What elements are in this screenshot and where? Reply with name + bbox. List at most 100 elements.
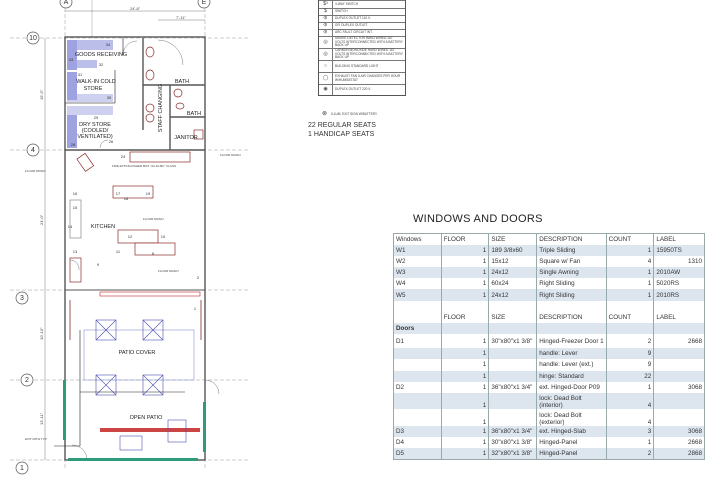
svg-text:33: 33: [69, 57, 74, 62]
table-cell: 1: [440, 278, 490, 290]
legend-text: EXHAUST FAN 5 AIR CHANGES PER HOUR W/HUM…: [335, 73, 401, 82]
table-cell: [488, 370, 538, 382]
table-cell: handle: Lever: [536, 348, 607, 360]
svg-text:14: 14: [68, 224, 73, 229]
three-way-switch-icon: $³: [319, 1, 333, 8]
table-cell: Right Sliding: [536, 289, 607, 301]
svg-text:FLOOR DRAIN: FLOOR DRAIN: [158, 269, 179, 273]
table-cell: [653, 348, 705, 360]
table-cell: [488, 359, 538, 371]
svg-text:34: 34: [106, 42, 111, 47]
table-cell: 1: [440, 334, 490, 349]
svg-text:19'-5": 19'-5": [39, 89, 44, 100]
table-cell: [393, 409, 442, 426]
room-dry-store-2: (COOLED/: [82, 128, 109, 134]
svg-text:16: 16: [73, 191, 78, 196]
svg-text:26: 26: [109, 139, 114, 144]
table-cell: 36"x80"x1 3/4": [488, 425, 538, 438]
table-cell: 1: [440, 359, 490, 371]
regular-seats: 22 REGULAR SEATS: [308, 122, 376, 129]
walls-patio: [69, 300, 202, 340]
table-cell: FLOOR: [440, 233, 490, 245]
table-cell: W3: [393, 267, 442, 279]
legend-text: GFI DUPLEX OUTLET: [335, 23, 368, 28]
legend-text: ARC FAULT CIRCUIT INT.: [335, 30, 373, 35]
table-cell: 1: [605, 267, 655, 279]
table-cell: W2: [393, 255, 442, 268]
table-cell: 9: [605, 348, 655, 360]
legend-row: $SWITCH: [319, 8, 405, 15]
dimensions: 24'-8" 7'-11" 19'-5" 24'-0" 10'-10" 13'-…: [39, 6, 205, 460]
table-cell: 24x12: [488, 289, 538, 301]
table-cell: 9: [605, 359, 655, 371]
svg-text:24'-0": 24'-0": [39, 214, 44, 225]
svg-text:2: 2: [197, 275, 200, 280]
legend-row: ○BUILDING STANDARD LIGHT: [319, 60, 405, 72]
table-cell: 1: [605, 244, 655, 256]
table-cell: 1: [440, 255, 490, 268]
svg-text:3: 3: [20, 295, 24, 302]
legend-text: BUILDING STANDARD LIGHT: [335, 63, 379, 68]
svg-text:FLOOR DRAIN: FLOOR DRAIN: [143, 217, 164, 221]
exit-sign-text: ILLUM. EXIT SIGN W/BATTERY: [331, 111, 378, 116]
legend-row: ⦶DUPLEX OUTLET 110 V.: [319, 15, 405, 22]
table-cell: [393, 359, 442, 371]
svg-text:24: 24: [121, 154, 126, 159]
room-walk-in: WALK-IN COLD: [76, 79, 116, 85]
room-bath-2: BATH: [187, 111, 201, 117]
svg-text:19: 19: [146, 191, 151, 196]
table-cell: [488, 392, 538, 410]
table-cell: W4: [393, 278, 442, 290]
room-walk-in-2: STORE: [84, 86, 103, 92]
grid-bubble-1: 1: [15, 461, 29, 475]
table-cell: Square w/ Fan: [536, 255, 607, 268]
table-cell: [393, 392, 442, 410]
svg-text:32: 32: [99, 62, 104, 67]
room-kitchen: KITCHEN: [91, 224, 115, 230]
table-cell: 15x12: [488, 255, 538, 268]
svg-text:EXIT PATH TYP.: EXIT PATH TYP.: [25, 437, 47, 441]
svg-text:FIRE EXTINGUISHER BOX "2A:10-B: FIRE EXTINGUISHER BOX "2A:10-BC" CLASS: [112, 164, 176, 168]
table-cell: 1: [440, 437, 490, 449]
table-cell: Hinged-Panel: [536, 448, 607, 460]
table-cell: 2010AW: [653, 267, 705, 279]
light-icon: ○: [319, 61, 333, 72]
svg-text:10: 10: [29, 35, 37, 42]
gfi-outlet-icon: ⦶: [319, 23, 333, 29]
table-cell: 1: [440, 289, 490, 301]
patio-furniture: [54, 319, 195, 451]
table-cell: 2668: [653, 437, 705, 449]
table-cell: W5: [393, 289, 442, 301]
storage-shelving: [67, 40, 113, 148]
svg-text:A: A: [64, 0, 69, 6]
svg-text:13: 13: [73, 249, 78, 254]
table-cell: Single Awning: [536, 267, 607, 279]
legend-text: 3-WAY SWITCH: [335, 1, 359, 6]
table-cell: [393, 370, 442, 382]
table-cell: [393, 311, 442, 323]
table-cell: 1: [605, 278, 655, 290]
svg-text:10: 10: [161, 234, 166, 239]
svg-text:9: 9: [97, 262, 100, 267]
table-cell: 2010RS: [653, 289, 705, 301]
table-cell: Hinged-Freezer Door 1: [536, 334, 607, 349]
grid-bubble-a: A: [59, 0, 73, 9]
svg-text:E: E: [202, 0, 207, 6]
table-cell: D1: [393, 334, 442, 349]
table-cell: ext. Hinged-Door P09: [536, 381, 607, 393]
table-cell: 1: [440, 381, 490, 393]
table-cell: lock: Dead Bolt (interior): [536, 392, 607, 410]
